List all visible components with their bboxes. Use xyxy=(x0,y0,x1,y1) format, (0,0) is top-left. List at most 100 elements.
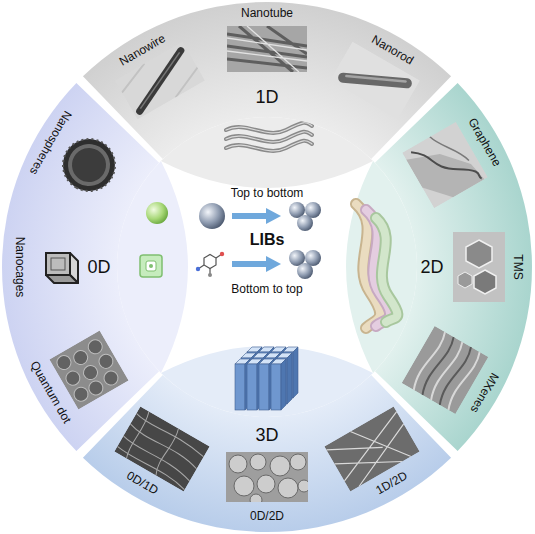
process-label: Bottom to top xyxy=(231,283,302,297)
drawing-rect xyxy=(46,253,70,275)
drawing-rect xyxy=(453,232,505,302)
cube-icon xyxy=(140,255,162,277)
particle-cluster xyxy=(289,202,321,231)
drawing-polygon xyxy=(46,275,78,283)
drawing-rect xyxy=(140,255,162,277)
drawing-path xyxy=(376,218,397,322)
drawing-polygon xyxy=(474,270,496,294)
process-arrow xyxy=(232,256,281,272)
drawing-use xyxy=(271,359,286,410)
drawing-g xyxy=(227,26,307,72)
drawing-path xyxy=(343,55,407,107)
sphere-icon xyxy=(146,202,168,224)
drawing-circle xyxy=(87,378,106,397)
drawing-path xyxy=(410,331,446,390)
drawing-g xyxy=(198,254,222,275)
drawing-path xyxy=(375,83,532,451)
drawing-circle xyxy=(54,129,125,200)
drawing-circle xyxy=(81,363,100,382)
drawing-rect xyxy=(51,258,65,270)
drawing-path xyxy=(226,123,312,133)
micrograph-image xyxy=(226,452,308,502)
drawing-rect xyxy=(50,330,129,409)
drawing-rect xyxy=(226,452,308,502)
drawing-path xyxy=(2,83,159,451)
micrograph-image xyxy=(227,26,307,72)
drawing-rect xyxy=(227,26,307,72)
micrograph-label: Nanotube xyxy=(241,7,293,21)
drawing-circle xyxy=(86,337,105,356)
drawing-circle xyxy=(54,129,125,200)
drawing-path xyxy=(83,375,451,532)
drawing-polygon xyxy=(466,240,492,268)
sector-label: 0D xyxy=(87,257,110,278)
micrograph-image xyxy=(40,245,84,289)
drawing-rect xyxy=(146,261,156,271)
drawing-path xyxy=(83,2,451,159)
drawing-circle xyxy=(297,215,313,231)
drawing-circle xyxy=(298,480,308,492)
process-arrow xyxy=(232,208,281,224)
nanowire-lines xyxy=(226,123,312,151)
micrograph-label: 0D/2D xyxy=(250,510,284,524)
drawing-circle xyxy=(149,264,153,268)
drawing-circle xyxy=(297,263,313,279)
drawing-g xyxy=(410,331,481,410)
process-label: Top to bottom xyxy=(231,187,304,201)
drawing-path xyxy=(226,141,312,151)
drawing-circle xyxy=(102,368,121,387)
micrograph-panel: Nanotube xyxy=(227,26,307,72)
drawing-path xyxy=(226,132,312,142)
micrograph-label: TMS xyxy=(510,254,524,279)
micrograph-panel: 0D/2D xyxy=(226,452,308,502)
bulk-sphere xyxy=(199,203,225,229)
drawing-circle xyxy=(250,494,262,502)
drawing-circle xyxy=(66,141,112,187)
molecule-icon xyxy=(196,252,224,277)
micrograph-image xyxy=(453,232,505,302)
drawing-circle xyxy=(257,475,275,493)
micrograph-label: Nanocages xyxy=(12,237,26,298)
drawing-polygon xyxy=(266,256,281,272)
micrograph-panel: TMS xyxy=(453,232,505,302)
drawing-circle xyxy=(64,368,83,387)
drawing-path xyxy=(232,261,268,267)
center-label-box: LIBs xyxy=(244,228,291,252)
drawing-path xyxy=(346,55,405,104)
sector-label: 2D xyxy=(420,257,443,278)
drawing-path xyxy=(429,125,468,171)
drawing-circle xyxy=(72,384,91,403)
particle-cluster xyxy=(289,250,321,279)
drawing-polygon xyxy=(204,255,216,269)
drawing-circle xyxy=(250,454,266,470)
drawing-path xyxy=(227,26,307,72)
sector-label: 3D xyxy=(255,425,278,446)
center-title: LIBs xyxy=(250,231,285,249)
drawing-circle xyxy=(196,267,200,271)
drawing-circle xyxy=(229,455,247,473)
column-array xyxy=(235,347,298,410)
drawing-circle xyxy=(234,476,254,496)
sheet-ribbons xyxy=(356,204,397,328)
micrograph-panel: Nanocages xyxy=(40,245,84,289)
drawing-circle xyxy=(55,352,74,371)
drawing-polygon xyxy=(266,208,281,224)
drawing-path xyxy=(411,128,482,202)
drawing-path xyxy=(227,26,307,72)
drawing-circle xyxy=(72,347,91,366)
center-star xyxy=(161,161,373,373)
drawing-circle xyxy=(97,351,116,370)
drawing-path xyxy=(232,213,268,219)
drawing-circle xyxy=(61,136,118,193)
drawing-path xyxy=(376,218,397,322)
drawing-circle xyxy=(208,273,212,277)
drawing-polygon xyxy=(458,272,472,288)
drawing-circle xyxy=(270,456,290,476)
drawing-circle xyxy=(220,252,224,256)
drawing-circle xyxy=(278,478,298,498)
sector-label: 1D xyxy=(255,87,278,108)
drawing-path xyxy=(406,130,484,207)
drawing-path xyxy=(226,141,312,151)
